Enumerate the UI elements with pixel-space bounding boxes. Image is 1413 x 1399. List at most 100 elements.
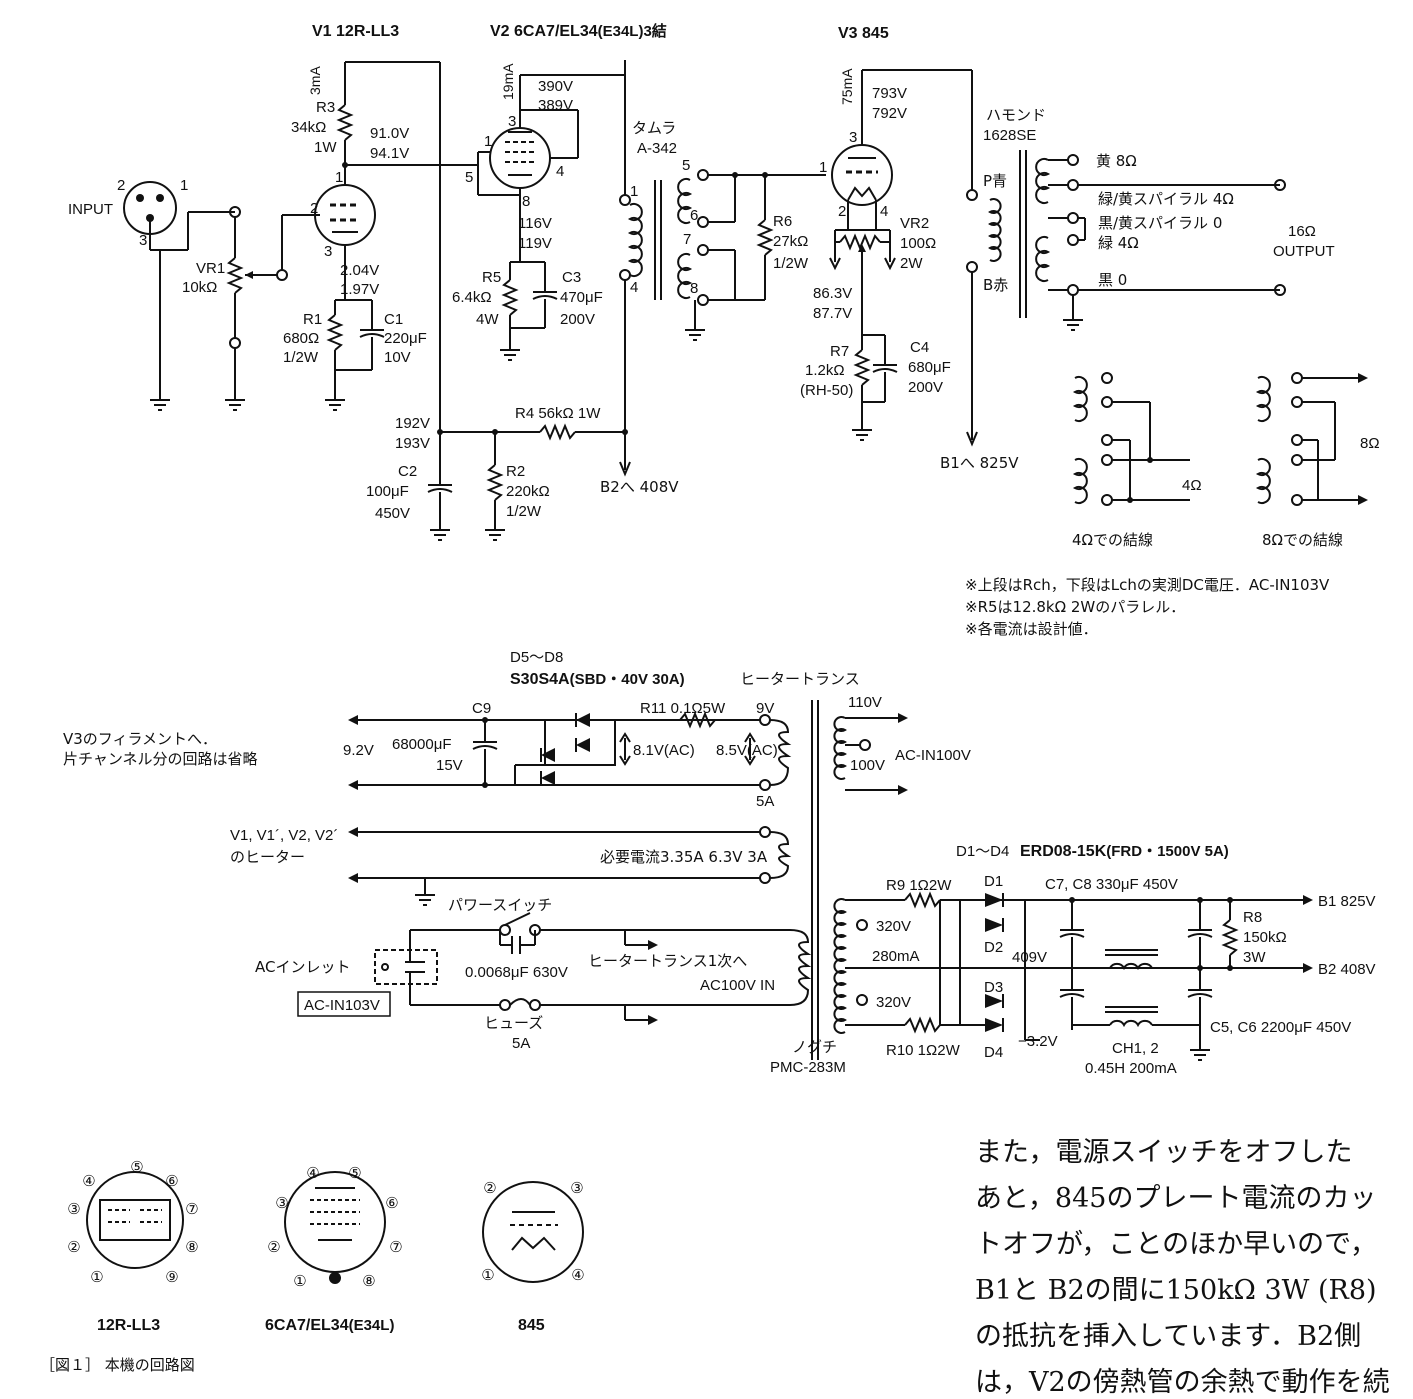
vr2-ref: VR2: [900, 215, 929, 232]
v2-pin-8: 8: [522, 193, 530, 210]
v1-current: 3mA: [307, 66, 323, 95]
svg-text:⑥: ⑥: [165, 1173, 178, 1190]
interstage-name: タムラ: [632, 119, 676, 137]
ac-in-103: AC-IN103V: [304, 997, 380, 1014]
interstage-transformer: [619, 169, 826, 341]
c9-ref: C9: [472, 700, 491, 717]
body-text: また，電源スイッチをオフした あと，845のプレート電流のカッ トオフが，ことの…: [975, 1137, 1390, 1398]
hv-current: 280mA: [872, 948, 920, 965]
input-pin-2: 2: [117, 177, 125, 194]
svg-text:⑨: ⑨: [165, 1269, 178, 1286]
heater-out-v: 9.2V: [343, 742, 374, 759]
it-pin-7: 7: [683, 231, 691, 248]
tap-320-lower: 320V: [876, 994, 911, 1011]
r5-ref: R5: [482, 269, 501, 286]
note-1: ※上段はRch，下段はLchの実測DC電圧．AC-IN103V: [965, 576, 1330, 594]
basing-6ca7: ④ ⑤ ⑥ ⑦ ⑧ ① ② ③: [267, 1165, 402, 1290]
v3-pin-1: 1: [819, 159, 827, 176]
c9-voltage: 15V: [436, 757, 463, 774]
r11-label: R11 0.1Ω5W: [640, 700, 726, 717]
power-trans-name: ノグチ: [792, 1038, 837, 1056]
r1-ref: R1: [303, 311, 322, 328]
v2-tube: [477, 74, 625, 262]
v3-current: 75mA: [839, 68, 855, 105]
r6-power: 1/2W: [773, 255, 809, 272]
heater-rectifier: [348, 700, 908, 1060]
v2-cathode-v-r: 116V: [518, 215, 552, 232]
v2-plate-v-l: 389V: [538, 97, 573, 114]
r6-ref: R6: [773, 213, 792, 230]
v3-bias-network: [852, 334, 898, 441]
ot-tap-black: 黒 0: [1098, 271, 1127, 289]
input-pin-1: 1: [180, 177, 188, 194]
d5-d8-type: S30S4A(SBD・40V 30A): [510, 671, 685, 688]
c2-ref: C2: [398, 463, 417, 480]
heaters-line1: V1, V1´, V2, V2´: [230, 827, 338, 844]
v1-plate-v-r: 91.0V: [370, 125, 409, 142]
it-pin-8: 8: [690, 280, 698, 297]
v1-plate-v-l: 94.1V: [370, 145, 409, 162]
figure-caption: ［図１］ 本機の回路図: [40, 1356, 195, 1374]
b2-out: B2 408V: [1318, 961, 1376, 978]
c4-ref: C4: [910, 339, 929, 356]
v1-pin-3: 3: [324, 243, 332, 260]
ot-model: 1628SE: [983, 127, 1036, 144]
c1-voltage: 10V: [384, 349, 411, 366]
c7-c8-label: C7, C8 330μF 450V: [1045, 876, 1178, 893]
ac-in-100: AC-IN100V: [895, 747, 971, 764]
v3-pin-3: 3: [849, 129, 857, 146]
r9-label: R9 1Ω2W: [886, 877, 952, 894]
v2-cathode-network: [500, 261, 558, 361]
ot-tap-green: 緑 4Ω: [1098, 234, 1139, 252]
ac-v1: 8.1V(AC): [633, 742, 695, 759]
tap-320-upper: 320V: [876, 918, 911, 935]
b1-out: B1 825V: [1318, 893, 1376, 910]
c4-value: 680μF: [908, 359, 951, 376]
ot-b: B赤: [983, 276, 1008, 294]
power-trans-model: PMC-283M: [770, 1059, 846, 1076]
wiring-8ohm: [1255, 372, 1368, 506]
r3-power: 1W: [314, 139, 337, 156]
to-heater-primary: ヒータートランス1次へ: [588, 952, 747, 970]
v3-fil-line1: V3のフィラメントへ．: [63, 730, 217, 748]
d1-d4-type: ERD08-15K(FRD・1500V 5A): [1020, 843, 1229, 860]
svg-text:①: ①: [481, 1267, 494, 1284]
r4-label: R4 56kΩ 1W: [515, 405, 601, 422]
b-voltage-r: 192V: [395, 415, 430, 432]
wiring-4-caption: 4Ωでの結線: [1072, 531, 1153, 549]
r7-note: (RH-50): [800, 382, 853, 399]
choke-spec: 0.45H 200mA: [1085, 1060, 1177, 1077]
v1-plate-network: [336, 61, 478, 432]
c3-voltage: 200V: [560, 311, 595, 328]
ot-tap-green-yellow: 緑/黄スパイラル 4Ω: [1098, 190, 1234, 208]
tap-5a: 5A: [756, 793, 774, 810]
v2-pin-3: 3: [508, 113, 516, 130]
switch-cap: 0.0068μF 630V: [465, 964, 568, 981]
v1-label: V1 12R-LL3: [312, 23, 399, 40]
it-pin-1: 1: [630, 183, 638, 200]
basing-12r-ll3: ④ ⑤ ⑥ ⑦ ⑧ ⑨ ① ② ③: [67, 1159, 198, 1286]
d1-d4-ref: D1〜D4: [956, 843, 1009, 860]
heater-transformer-label: ヒータートランス: [740, 670, 860, 688]
ot-16ohm: 16Ω: [1288, 223, 1316, 240]
heaters-line2: のヒーター: [230, 848, 305, 866]
c1-ref: C1: [384, 311, 403, 328]
svg-text:⑦: ⑦: [185, 1201, 198, 1218]
svg-text:⑤: ⑤: [348, 1165, 361, 1182]
d2-label: D2: [984, 939, 1003, 956]
input-label: INPUT: [68, 201, 113, 218]
r5-value: 6.4kΩ: [452, 289, 492, 306]
note-2: ※R5は12.8kΩ 2Wのパラレル．: [965, 598, 1185, 616]
hv-rectifier: [845, 891, 1313, 1061]
r7-value: 1.2kΩ: [805, 362, 845, 379]
r8-value: 150kΩ: [1243, 929, 1287, 946]
v3-fil-v-l: 87.7V: [813, 305, 852, 322]
svg-text:⑤: ⑤: [130, 1159, 143, 1176]
svg-text:②: ②: [67, 1239, 80, 1256]
ot-output: OUTPUT: [1273, 243, 1335, 260]
choke-label: CH1, 2: [1112, 1040, 1159, 1057]
it-pin-6: 6: [690, 207, 698, 224]
c4-voltage: 200V: [908, 379, 943, 396]
input-connector: [123, 181, 235, 411]
r7-ref: R7: [830, 343, 849, 360]
